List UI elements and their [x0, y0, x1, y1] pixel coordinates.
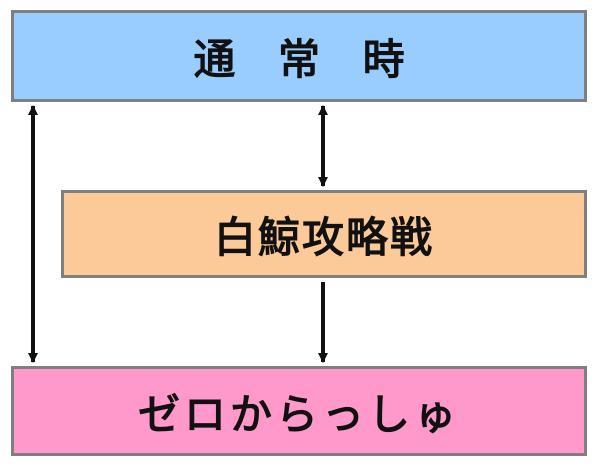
- normal-state-label: 通 常 時: [193, 34, 419, 84]
- zero-rush-box: ゼロからっしゅ: [11, 366, 587, 456]
- white-whale-battle-label: 白鯨攻略戦: [213, 212, 434, 262]
- normal-state-box: 通 常 時: [11, 10, 587, 102]
- white-whale-battle-box: 白鯨攻略戦: [61, 190, 587, 278]
- zero-rush-label: ゼロからっしゅ: [137, 389, 460, 439]
